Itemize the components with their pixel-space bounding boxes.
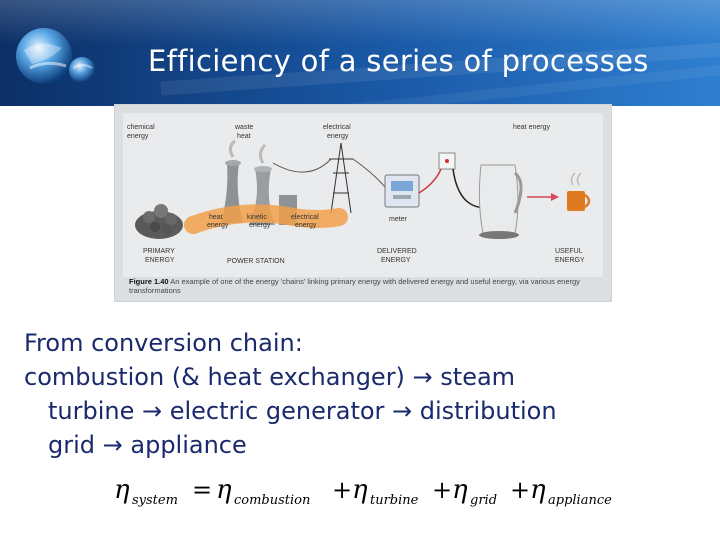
label-heat: heat [209,214,223,221]
formula-eta: η [114,475,130,505]
energy-flow-arrows: heat energy kinetic energy electrical en… [193,213,339,229]
formula-plus: + [510,476,530,504]
kettle-icon [479,165,521,239]
body-line: combustion (& heat exchanger) → steam [24,360,714,394]
label-electrical: energy [295,222,317,229]
label-primary-energy: PRIMARY [143,248,175,255]
label-electrical-energy: electrical [323,124,351,131]
formula-plus: + [432,476,452,504]
formula-sub-grid: grid [470,493,497,508]
label-waste-heat: heat [237,133,251,140]
label-kinetic: kinetic [247,214,267,221]
label-primary-energy: ENERGY [145,257,175,264]
formula-sub-combustion: combustion [234,493,310,508]
formula-eta: η [216,475,232,505]
label-delivered-energy: ENERGY [381,257,411,264]
slide-header: Efficiency of a series of processes [0,0,720,106]
formula-plus: + [332,476,352,504]
slide-title: Efficiency of a series of processes [148,44,708,78]
figure-caption: Figure 1.40 An example of one of the ene… [129,277,599,295]
label-chemical-energy: chemical [127,124,155,131]
header-shine [0,0,720,44]
label-chemical-energy: energy [127,133,149,140]
globe-logo-icon [10,20,106,92]
energy-chain-figure: chemical energy waste heat electrical en… [114,104,612,302]
caption-figure-number: Figure 1.40 [129,277,169,286]
label-power-station: POWER STATION [227,258,285,265]
formula-eta: η [352,475,368,505]
label-heat-energy: heat energy [513,124,550,131]
caption-text: An example of one of the energy 'chains'… [129,277,580,295]
formula-sub-turbine: turbine [370,493,419,508]
label-useful-energy: USEFUL [555,248,583,255]
formula-eta: η [452,475,468,505]
energy-chain-diagram: chemical energy waste heat electrical en… [123,113,603,277]
label-kinetic: energy [249,222,271,229]
label-electrical-energy: energy [327,133,349,140]
label-delivered-energy: DELIVERED [377,248,417,255]
body-line: grid → appliance [24,428,714,462]
formula-sub-appliance: appliance [548,493,612,508]
efficiency-formula: η system = η combustion + η turbine + η … [110,470,650,514]
body-line: turbine → electric generator → distribut… [24,394,714,428]
body-line: From conversion chain: [24,326,714,360]
label-meter: meter [389,216,408,223]
formula-eta: η [530,475,546,505]
label-heat: energy [207,222,229,229]
formula-sub-system: system [132,493,178,508]
label-useful-energy: ENERGY [555,257,585,264]
body-text: From conversion chain: combustion (& hea… [24,326,714,462]
label-electrical: electrical [291,214,319,221]
label-waste-heat: waste [234,124,253,131]
formula-equals: = [192,476,212,504]
